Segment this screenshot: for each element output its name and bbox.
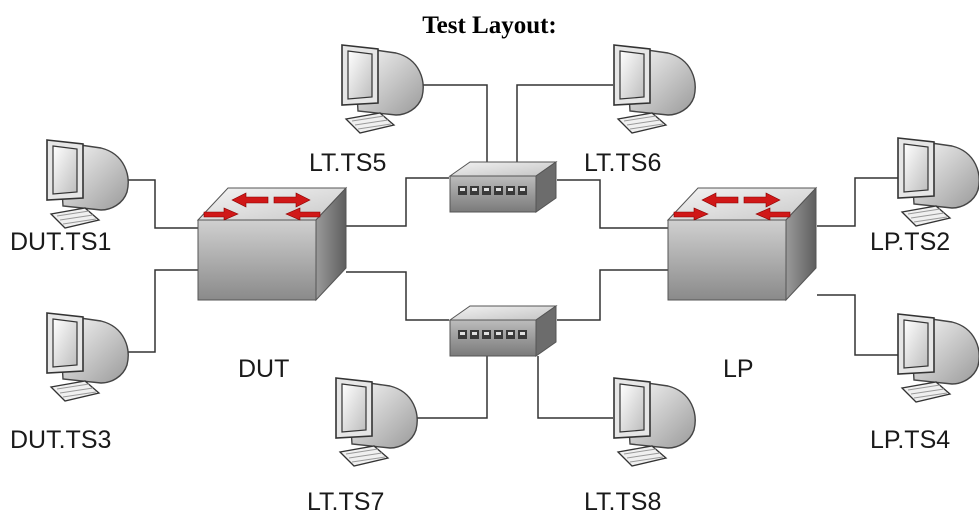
lower-hub-icon — [449, 305, 557, 357]
label-dut-ts3: DUT.TS3 — [10, 426, 111, 454]
connection-lines — [125, 84, 902, 419]
lp-router-icon — [667, 187, 817, 301]
lt-ts5-computer-icon — [341, 44, 424, 134]
label-lt-ts8: LT.TS8 — [584, 488, 661, 516]
label-lp-ts2: LP.TS2 — [870, 228, 950, 256]
label-lp-ts4: LP.TS4 — [870, 426, 950, 454]
lp-ts2-computer-icon — [897, 137, 979, 227]
label-dut: DUT — [238, 355, 289, 383]
upper-hub-icon — [449, 161, 557, 213]
diagram-title: Test Layout: — [422, 12, 557, 39]
lt-ts7-computer-icon — [335, 377, 418, 467]
lt-ts6-computer-icon — [613, 44, 696, 134]
dut-router-icon — [197, 187, 347, 301]
label-lt-ts5: LT.TS5 — [309, 149, 386, 177]
label-lt-ts7: LT.TS7 — [307, 488, 384, 516]
label-lp: LP — [723, 355, 754, 383]
label-dut-ts1: DUT.TS1 — [10, 228, 111, 256]
lt-ts8-computer-icon — [613, 377, 696, 467]
lp-ts4-computer-icon — [897, 313, 979, 403]
dut-ts1-computer-icon — [46, 139, 129, 229]
dut-ts3-computer-icon — [46, 312, 129, 402]
label-lt-ts6: LT.TS6 — [584, 149, 661, 177]
